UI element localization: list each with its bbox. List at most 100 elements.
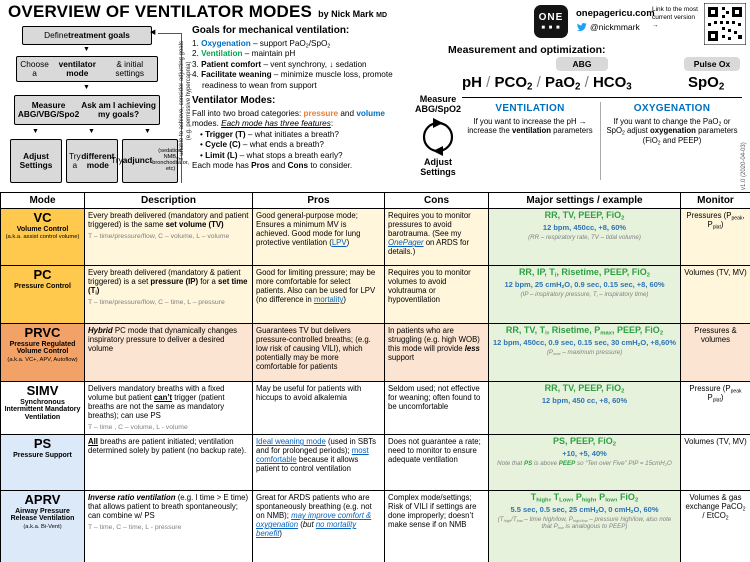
description-cell: All breaths are patient initiated; venti… xyxy=(84,434,253,491)
pulse-ox-label: Pulse Ox xyxy=(684,57,740,71)
ventilation-block: VENTILATION If you want to increase the … xyxy=(466,103,594,136)
description-cell: Every breath delivered (mandatory & pati… xyxy=(84,265,253,324)
settings-cell: RR, TV, PEEP, FiO2 12 bpm, 450cc, +8, 60… xyxy=(488,208,681,266)
table-row-prvc: PRVC Pressure Regulated Volume Control (… xyxy=(0,323,750,382)
monitor-cell: Pressures & volumes xyxy=(680,323,750,382)
title-text: OVERVIEW OF VENTILATOR MODES xyxy=(8,2,313,21)
modes-bullet: • Trigger (T) – what initiates a breath? xyxy=(200,129,339,139)
oxygenation-block: OXYGENATION If you want to change the Pa… xyxy=(606,103,738,146)
description-cell: Hybrid PC mode that dynamically changes … xyxy=(84,323,253,382)
settings-cell: Thigh, TLow, Phigh, Plow, FiO2 5.5 sec, … xyxy=(488,490,681,562)
mode-name: Pressure Regulated Volume Control xyxy=(9,340,76,356)
cons-cell: Complex mode/settings; Risk of VILI if s… xyxy=(384,490,489,562)
description-cell: Inverse ratio ventilation (e.g. I time >… xyxy=(84,490,253,562)
arrow-down-icon: ▼ xyxy=(83,84,90,91)
col-header-mode: Mode xyxy=(0,192,85,209)
mode-acronym: SIMV xyxy=(26,383,59,398)
oxygenation-title: OXYGENATION xyxy=(633,103,711,114)
trigger-cycle-limit: T – time/pressure/flow, C – time, L – pr… xyxy=(88,299,225,307)
arrow-down-icon: ▼ xyxy=(83,46,90,53)
mode-acronym: VC xyxy=(33,210,52,225)
site-link[interactable]: onepagericu.com xyxy=(576,8,655,19)
mode-cell: VC Volume Control (a.k.a. assist control… xyxy=(0,208,85,266)
flow-step-choose-mode: Choose a ventilator mode & initial setti… xyxy=(16,56,158,82)
arrow-down-icon: ▼ xyxy=(32,128,39,135)
goals-block: Goals for mechanical ventilation: 1. Oxy… xyxy=(192,25,404,91)
abg-label: ABG xyxy=(556,57,608,71)
qr-code[interactable] xyxy=(703,2,747,50)
arrow-down-icon: ▼ xyxy=(88,128,95,135)
trigger-cycle-limit: T – time , C – volume, L - volume xyxy=(88,424,188,432)
twitter-handle[interactable]: @nickmmark xyxy=(576,22,640,32)
col-header-description: Description xyxy=(84,192,253,209)
monitor-cell: Volumes (TV, MV) xyxy=(680,434,750,491)
feedback-line xyxy=(158,33,181,34)
goal-item: 2. Ventilation – maintain pH xyxy=(192,49,296,59)
logo-text: ONE xyxy=(538,11,564,23)
pros-cell: Great for ARDS patients who are spontane… xyxy=(252,490,385,562)
ventilation-title: VENTILATION xyxy=(495,103,565,114)
settings-cell: RR, TV, Ti, Risetime, Pmax, PEEP, FiO2 1… xyxy=(488,323,681,382)
table-header-row: Mode Description Pros Cons Major setting… xyxy=(0,192,750,209)
modes-bullet: • Limit (L) – what stops a breath early? xyxy=(200,150,343,160)
monitor-cell: Pressure (Ppeak Pplat) xyxy=(680,381,750,435)
modes-outro: Each mode has Pros and Cons to consider. xyxy=(192,161,353,171)
modes-intro: Fall into two broad categories: pressure… xyxy=(192,108,385,129)
cons-cell: Requires you to monitor pressures to avo… xyxy=(384,208,489,266)
twitter-bird-icon xyxy=(576,22,587,32)
goal-item: 4. Facilitate weaning – minimize muscle … xyxy=(192,70,393,90)
table-row-ps: PS Pressure Support All breaths are pati… xyxy=(0,434,750,491)
abg-values: pH / PCO2 / PaO2 / HCO3 xyxy=(462,74,632,93)
mode-cell: PC Pressure Control xyxy=(0,265,85,324)
arrow-down-icon: ▼ xyxy=(144,128,151,135)
cons-cell: Requires you to monitor volumes to avoid… xyxy=(384,265,489,324)
spo2-value: SpO2 xyxy=(688,74,725,93)
mode-cell: PS Pressure Support xyxy=(0,434,85,491)
table-row-aprv: APRV Airway Pressure Release Ventilation… xyxy=(0,490,750,562)
mode-name: Synchronous Intermittent Mandatory Venti… xyxy=(4,398,81,422)
modes-info-block: Ventilator Modes: Fall into two broad ca… xyxy=(192,95,408,172)
description-cell: Every breath delivered (mandatory and pa… xyxy=(84,208,253,266)
mode-acronym: APRV xyxy=(24,492,61,507)
ventilation-text: If you want to increase the pH → increas… xyxy=(467,116,593,136)
side-note-permissive-hypercapnia: If unable to achieve, consider adjusting… xyxy=(179,41,192,161)
mode-aka: (a.k.a. Bi-Vent) xyxy=(23,524,62,531)
divider xyxy=(600,102,601,180)
version-label: v1.0 (2020-04-03) xyxy=(741,142,747,190)
twitter-handle-text: @nickmmark xyxy=(590,22,640,32)
col-header-settings: Major settings / example xyxy=(488,192,681,209)
page-title: OVERVIEW OF VENTILATOR MODES by Nick Mark… xyxy=(8,2,387,22)
cycle-measure-label: Measure ABG/SpO2 xyxy=(414,94,461,115)
settings-cell: PS, PEEP, FiO2 +10, +5, 40% Note that PS… xyxy=(488,434,681,491)
pros-cell: Good general-purpose mode; Ensures a min… xyxy=(252,208,385,266)
mode-acronym: PS xyxy=(33,436,52,451)
monitor-cell: Volumes & gas exchange PaCO2 / EtCO2 xyxy=(680,490,750,562)
modes-bullet: • Cycle (C) – what ends a breath? xyxy=(200,140,324,150)
mode-name: Volume Control xyxy=(16,225,69,233)
onepager-logo: ONE ■ ■ ■ xyxy=(534,5,568,38)
mode-acronym: PRVC xyxy=(24,325,61,340)
description-cell: Delivers mandatory breaths with a fixed … xyxy=(84,381,253,435)
cons-cell: Does not guarantee a rate; need to monit… xyxy=(384,434,489,491)
pros-cell: Guarantees TV but delivers pressure-cont… xyxy=(252,323,385,382)
logo-dots: ■ ■ ■ xyxy=(541,24,561,31)
cons-cell: In patients who are struggling (e.g. hig… xyxy=(384,323,489,382)
divider xyxy=(462,97,742,98)
trigger-cycle-limit: T – time, C – time, L - pressure xyxy=(88,524,182,532)
byline: by Nick Mark MD xyxy=(318,9,387,19)
mode-acronym: PC xyxy=(33,267,52,282)
settings-cell: RR, TV, PEEP, FiO2 12 bpm, 450 cc, +8, 6… xyxy=(488,381,681,435)
ventilator-modes-table: Mode Description Pros Cons Major setting… xyxy=(0,192,750,562)
mode-aka: (a.k.a. assist control volume) xyxy=(5,234,80,241)
goal-item: 3. Patient comfort – vent synchrony, ↓ s… xyxy=(192,59,367,69)
settings-cell: RR, IP, Ti, Risetime, PEEP, FiO2 12 bpm,… xyxy=(488,265,681,324)
modes-info-title: Ventilator Modes: xyxy=(192,95,276,106)
mode-cell: PRVC Pressure Regulated Volume Control (… xyxy=(0,323,85,382)
goals-title: Goals for mechanical ventilation: xyxy=(192,25,350,36)
mode-name: Airway Pressure Release Ventilation xyxy=(10,507,75,523)
feedback-line xyxy=(181,33,182,183)
flow-branch-different-mode: Try a different mode xyxy=(66,139,118,183)
mode-aka: (a.k.a. VC+, APV, Autoflow) xyxy=(7,357,78,364)
goal-item: 1. Oxygenation – support PaO2/SpO2 xyxy=(192,38,331,50)
